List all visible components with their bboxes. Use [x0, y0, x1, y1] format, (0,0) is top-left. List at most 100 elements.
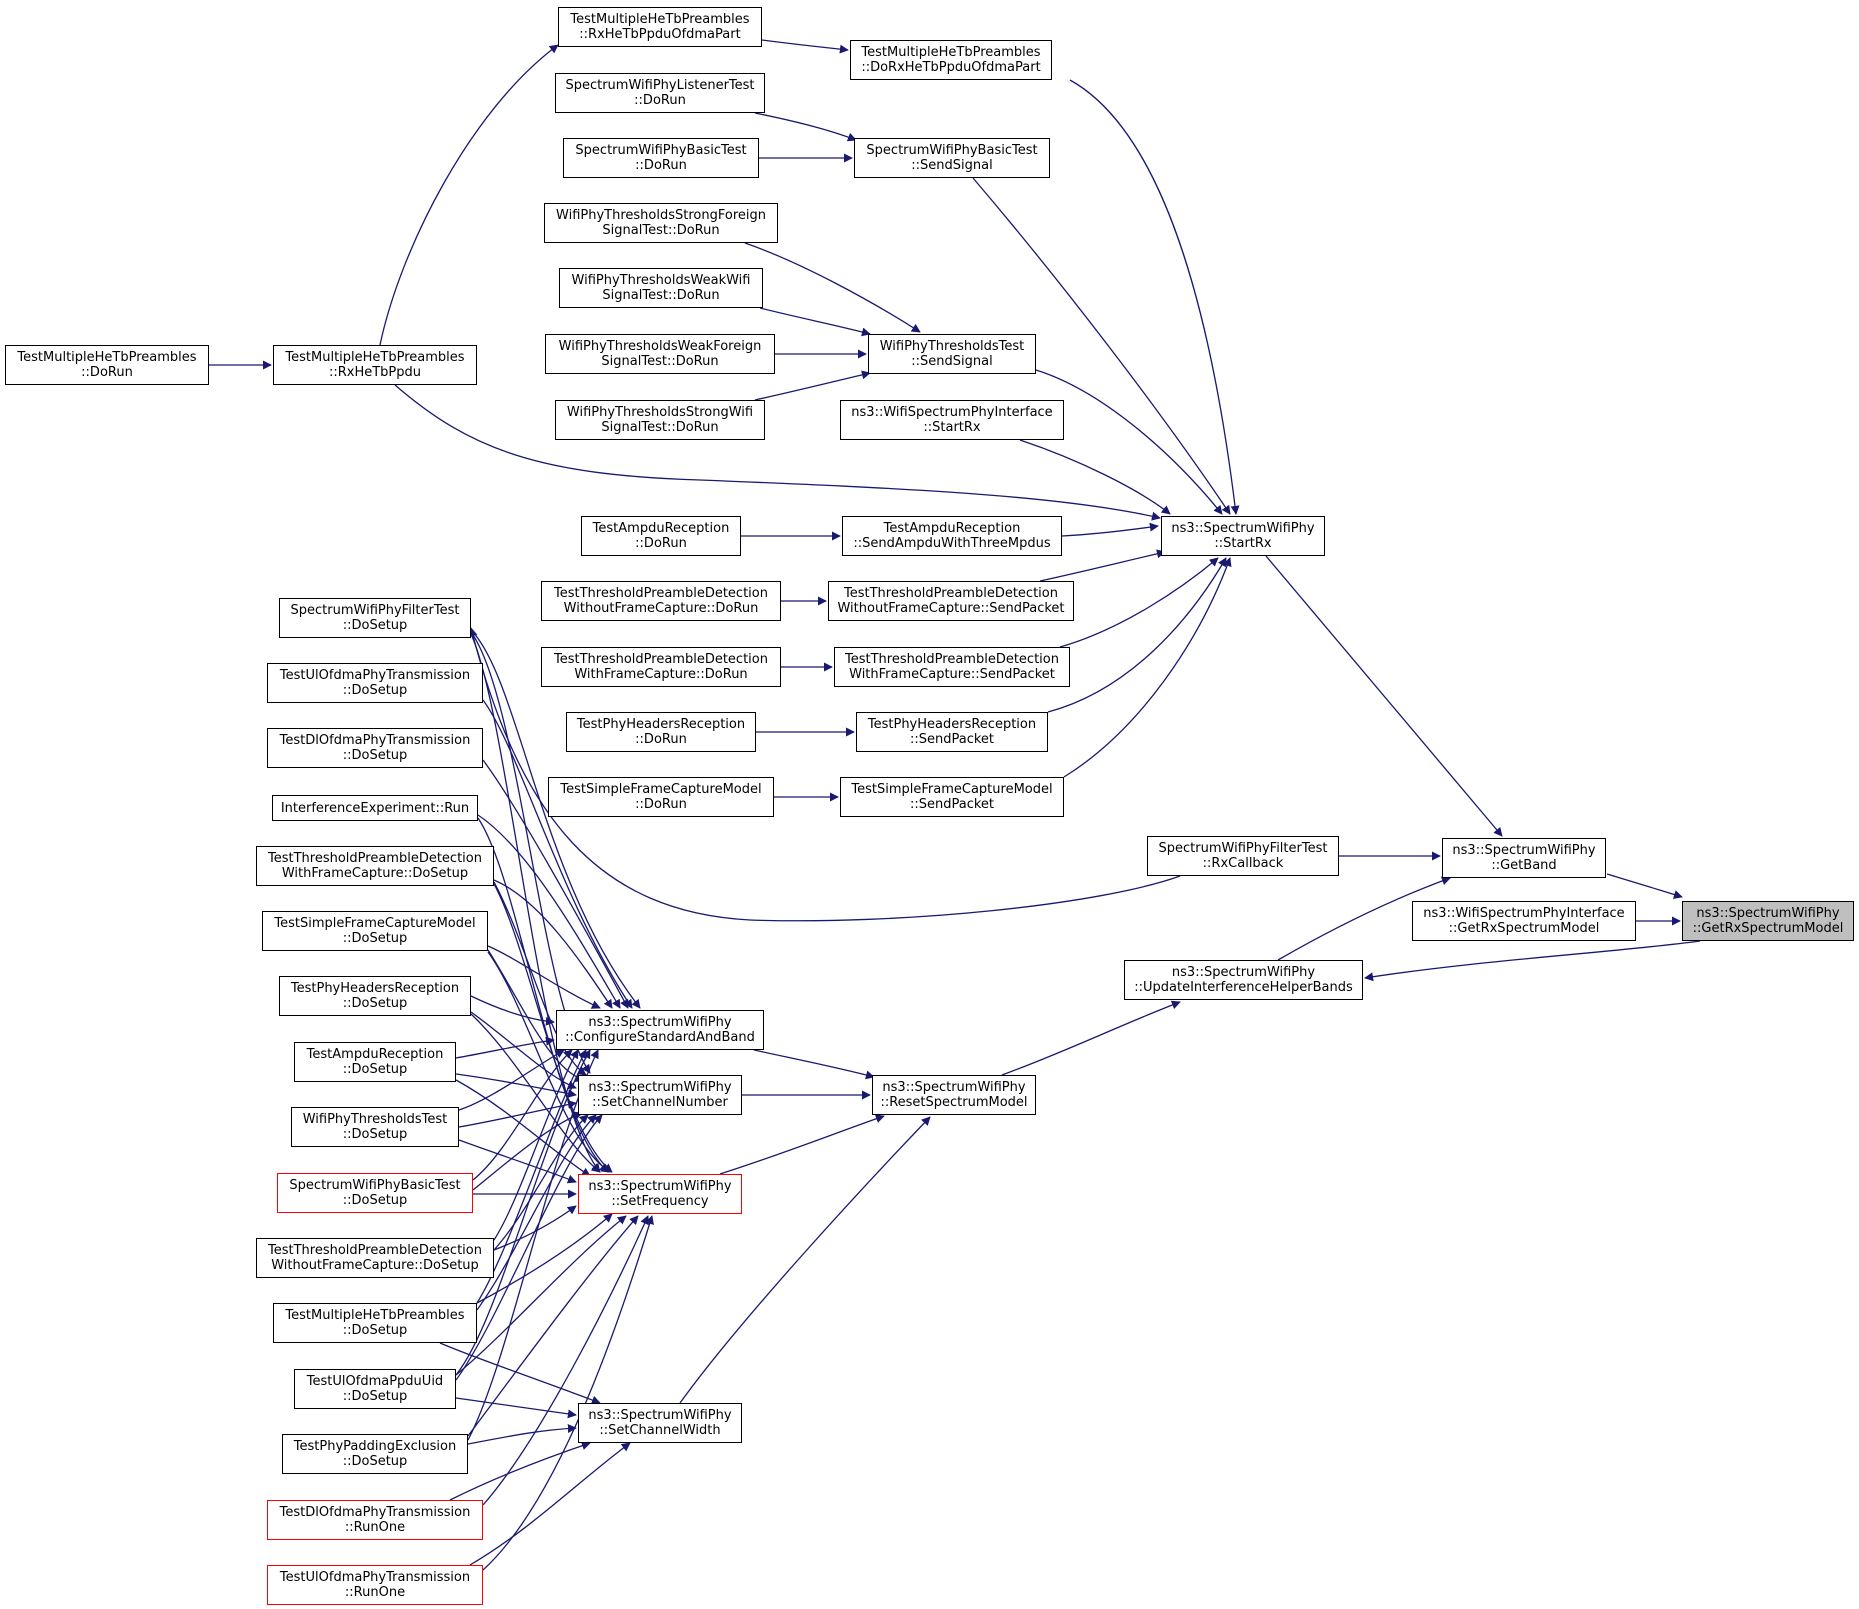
- node-line1: ns3::SpectrumWifiPhy: [1171, 521, 1315, 536]
- node-line1: TestSimpleFrameCaptureModel: [274, 916, 476, 931]
- node-line1: TestThresholdPreambleDetection: [268, 851, 482, 866]
- node-line1: TestSimpleFrameCaptureModel: [560, 782, 762, 797]
- node-ampdu-dosetup[interactable]: TestAmpduReception::DoSetup: [294, 1042, 456, 1082]
- node-hetb-dosetup[interactable]: TestMultipleHeTbPreambles::DoSetup: [273, 1303, 477, 1343]
- edge-basic-setchnum: [472, 1111, 583, 1191]
- node-line2: ::DoSetup: [342, 618, 408, 633]
- node-getband[interactable]: ns3::SpectrumWifiPhy::GetBand: [1442, 838, 1606, 878]
- node-line1: ns3::SpectrumWifiPhy: [588, 1080, 732, 1095]
- node-rxcallback[interactable]: SpectrumWifiPhyFilterTest::RxCallback: [1147, 836, 1339, 876]
- node-line2: ::SendPacket: [909, 732, 995, 747]
- node-line2: ::StartRx: [1214, 536, 1272, 551]
- node-line2: ::RxCallback: [1202, 856, 1284, 871]
- node-basictest-sendsignal[interactable]: SpectrumWifiPhyBasicTest::SendSignal: [854, 138, 1050, 178]
- edge-sfcm-startrx: [1063, 557, 1232, 778]
- node-ulofdma-runone[interactable]: TestUlOfdmaPhyTransmission::RunOne: [267, 1565, 483, 1605]
- edge-getrx-updbands: [1364, 940, 1701, 982]
- node-listenertest-dorun[interactable]: SpectrumWifiPhyListenerTest::DoRun: [555, 73, 765, 113]
- node-line2: ::GetRxSpectrumModel: [1448, 921, 1600, 936]
- edge-dlofdma-configstd: [482, 759, 629, 1009]
- node-line1: TestAmpduReception: [883, 521, 1021, 536]
- node-interferenceexperiment-run[interactable]: InterferenceExperiment::Run: [272, 795, 478, 821]
- node-dlofdma-dosetup[interactable]: TestDlOfdmaPhyTransmission::DoSetup: [267, 728, 483, 768]
- node-sfcm-dorun[interactable]: TestSimpleFrameCaptureModel::DoRun: [548, 777, 774, 817]
- edge-ulrunone-setchwidth: [469, 1442, 631, 1566]
- node-line1: TestPhyHeadersReception: [576, 717, 746, 732]
- node-line2: WithFrameCapture::DoRun: [574, 667, 748, 682]
- node-line1: SpectrumWifiPhyListenerTest: [565, 78, 755, 93]
- edge-dlrunone-setchwidth: [449, 1441, 591, 1501]
- node-setfrequency[interactable]: ns3::SpectrumWifiPhy::SetFrequency: [578, 1174, 742, 1214]
- edge-ampdu-setfreq: [455, 1079, 591, 1177]
- edge-interf-setfreq: [477, 817, 609, 1173]
- node-dlofdma-runone[interactable]: TestDlOfdmaPhyTransmission::RunOne: [267, 1500, 483, 1540]
- node-filtertest-dosetup[interactable]: SpectrumWifiPhyFilterTest::DoSetup: [279, 598, 471, 638]
- edge-phyhdr-setfreq: [470, 1013, 601, 1173]
- node-sfcm-sendpacket[interactable]: TestSimpleFrameCaptureModel::SendPacket: [840, 777, 1064, 817]
- edge-ulppdu-setchwidth: [455, 1397, 577, 1419]
- edge-dlrunone-setfreq: [482, 1215, 649, 1506]
- node-resetspectrummodel[interactable]: ns3::SpectrumWifiPhy::ResetSpectrumModel: [872, 1075, 1036, 1115]
- node-line2: ::GetRxSpectrumModel: [1692, 921, 1844, 936]
- node-ulofdma-dosetup[interactable]: TestUlOfdmaPhyTransmission::DoSetup: [267, 663, 483, 703]
- node-line1: WifiPhyThresholdsTest: [879, 339, 1025, 354]
- node-iface-getrxspectrummodel[interactable]: ns3::WifiSpectrumPhyInterface::GetRxSpec…: [1412, 901, 1636, 941]
- edge-tpdwo-setfreq: [493, 1205, 577, 1251]
- node-line2: ::UpdateInterferenceHelperBands: [1134, 980, 1353, 995]
- node-rxhetbppdu[interactable]: TestMultipleHeTbPreambles::RxHeTbPpdu: [273, 345, 477, 385]
- node-line2: ::DoSetup: [342, 1062, 408, 1077]
- node-setchannelnumber[interactable]: ns3::SpectrumWifiPhy::SetChannelNumber: [578, 1075, 742, 1115]
- node-line1: WifiPhyThresholdsStrongWifi: [566, 405, 754, 420]
- edge-phyhdr-configstd: [470, 995, 555, 1026]
- node-updateinterferencehelperbands[interactable]: ns3::SpectrumWifiPhy::UpdateInterference…: [1124, 960, 1363, 1000]
- node-startrx[interactable]: ns3::SpectrumWifiPhy::StartRx: [1161, 516, 1325, 556]
- node-sfcm-dosetup[interactable]: TestSimpleFrameCaptureModel::DoSetup: [262, 911, 488, 951]
- node-line2: ::StartRx: [923, 420, 981, 435]
- node-basictest-dosetup[interactable]: SpectrumWifiPhyBasicTest::DoSetup: [277, 1173, 473, 1213]
- node-line2: ::DoSetup: [342, 1323, 408, 1338]
- node-ampdu-dorun[interactable]: TestAmpduReception::DoRun: [581, 516, 741, 556]
- node-line1: TestMultipleHeTbPreambles: [285, 350, 465, 365]
- node-line1: ns3::SpectrumWifiPhy: [588, 1179, 732, 1194]
- node-line2: ::DoSetup: [342, 931, 408, 946]
- node-thresholdstest-sendsignal[interactable]: WifiPhyThresholdsTest::SendSignal: [868, 334, 1036, 374]
- node-thresholdstest-dosetup[interactable]: WifiPhyThresholdsTest::DoSetup: [291, 1107, 459, 1147]
- node-dorxhetbppduofdmapart[interactable]: TestMultipleHeTbPreambles::DoRxHeTbPpduO…: [850, 40, 1052, 80]
- node-line2: ::ConfigureStandardAndBand: [565, 1030, 755, 1045]
- edge-startrx-getband: [1265, 555, 1503, 837]
- node-configurestandardandband[interactable]: ns3::SpectrumWifiPhy::ConfigureStandardA…: [556, 1010, 764, 1050]
- node-line1: ns3::SpectrumWifiPhy: [1171, 965, 1316, 980]
- edge-updbands-getband: [1277, 876, 1451, 961]
- node-line2: WithoutFrameCapture::DoRun: [563, 601, 759, 616]
- node-phyheaders-sendpacket[interactable]: TestPhyHeadersReception::SendPacket: [856, 712, 1048, 752]
- node-line1: TestThresholdPreambleDetection: [268, 1243, 482, 1258]
- node-line2: ::DoSetup: [342, 1127, 408, 1142]
- edge-sfcm-setfreq: [487, 951, 611, 1173]
- edge-dorxhetb-startrx: [1069, 79, 1240, 515]
- node-sendampduwiththreempdus[interactable]: TestAmpduReception::SendAmpduWithThreeMp…: [842, 516, 1062, 556]
- node-iface-startrx[interactable]: ns3::WifiSpectrumPhyInterface::StartRx: [840, 400, 1064, 440]
- node-line2: ::DoRun: [81, 365, 133, 380]
- node-hetb-dorun[interactable]: TestMultipleHeTbPreambles::DoRun: [5, 345, 209, 385]
- node-phyheaders-dorun[interactable]: TestPhyHeadersReception::DoRun: [566, 712, 756, 752]
- node-line2: ::RunOne: [344, 1585, 406, 1600]
- node-line2: ::SetChannelWidth: [599, 1423, 721, 1438]
- node-setchannelwidth[interactable]: ns3::SpectrumWifiPhy::SetChannelWidth: [578, 1403, 742, 1443]
- node-line1: WifiPhyThresholdsTest: [302, 1112, 448, 1127]
- node-phyheaders-dosetup[interactable]: TestPhyHeadersReception::DoSetup: [279, 976, 471, 1016]
- node-basictest-dorun[interactable]: SpectrumWifiPhyBasicTest::DoRun: [563, 138, 759, 178]
- node-paddingexclusion-dosetup[interactable]: TestPhyPaddingExclusion::DoSetup: [282, 1434, 468, 1474]
- node-ulofdmappduuid-dosetup[interactable]: TestUlOfdmaPpduUid::DoSetup: [294, 1369, 456, 1409]
- node-rxhetbppduofdmapart[interactable]: TestMultipleHeTbPreambles::RxHeTbPpduOfd…: [558, 7, 762, 47]
